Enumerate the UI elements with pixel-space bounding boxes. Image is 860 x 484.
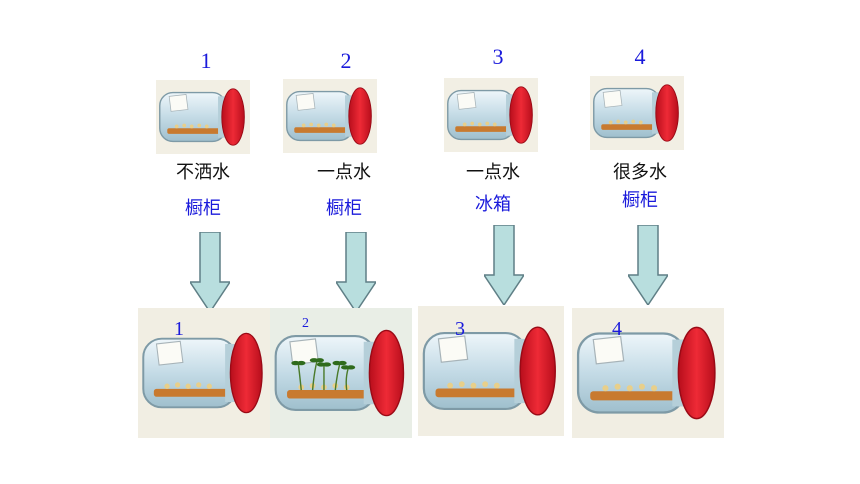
down-arrow-1 bbox=[190, 232, 230, 312]
down-arrow-3 bbox=[484, 225, 524, 305]
result-3-number: 3 bbox=[455, 318, 465, 340]
setup-4-condition: 很多水 bbox=[613, 162, 667, 183]
result-2-number: 2 bbox=[302, 316, 309, 331]
result-4-number: 4 bbox=[612, 318, 622, 340]
setup-1-condition: 不洒水 bbox=[176, 162, 230, 183]
setup-4-place: 橱柜 bbox=[622, 190, 658, 211]
result-2-jar-image bbox=[270, 308, 412, 438]
setup-1-place: 橱柜 bbox=[185, 198, 221, 219]
result-3-jar-image bbox=[418, 306, 564, 436]
setup-1-number: 1 bbox=[200, 48, 212, 73]
result-4-jar-image bbox=[572, 308, 724, 438]
setup-2-condition: 一点水 bbox=[317, 162, 371, 183]
setup-2-place: 橱柜 bbox=[326, 198, 362, 219]
setup-4-number: 4 bbox=[634, 44, 646, 69]
setup-4-jar-image bbox=[590, 76, 684, 150]
setup-2-jar-image bbox=[283, 79, 377, 153]
setup-3-condition: 一点水 bbox=[466, 162, 520, 183]
down-arrow-2 bbox=[336, 232, 376, 312]
setup-3-jar-image bbox=[444, 78, 538, 152]
result-1-number: 1 bbox=[174, 318, 184, 340]
setup-2-number: 2 bbox=[340, 48, 352, 73]
down-arrow-4 bbox=[628, 225, 668, 305]
result-1-jar-image bbox=[138, 308, 270, 438]
setup-1-jar-image bbox=[156, 80, 250, 154]
setup-3-place: 冰箱 bbox=[475, 194, 511, 215]
setup-3-number: 3 bbox=[492, 44, 504, 69]
